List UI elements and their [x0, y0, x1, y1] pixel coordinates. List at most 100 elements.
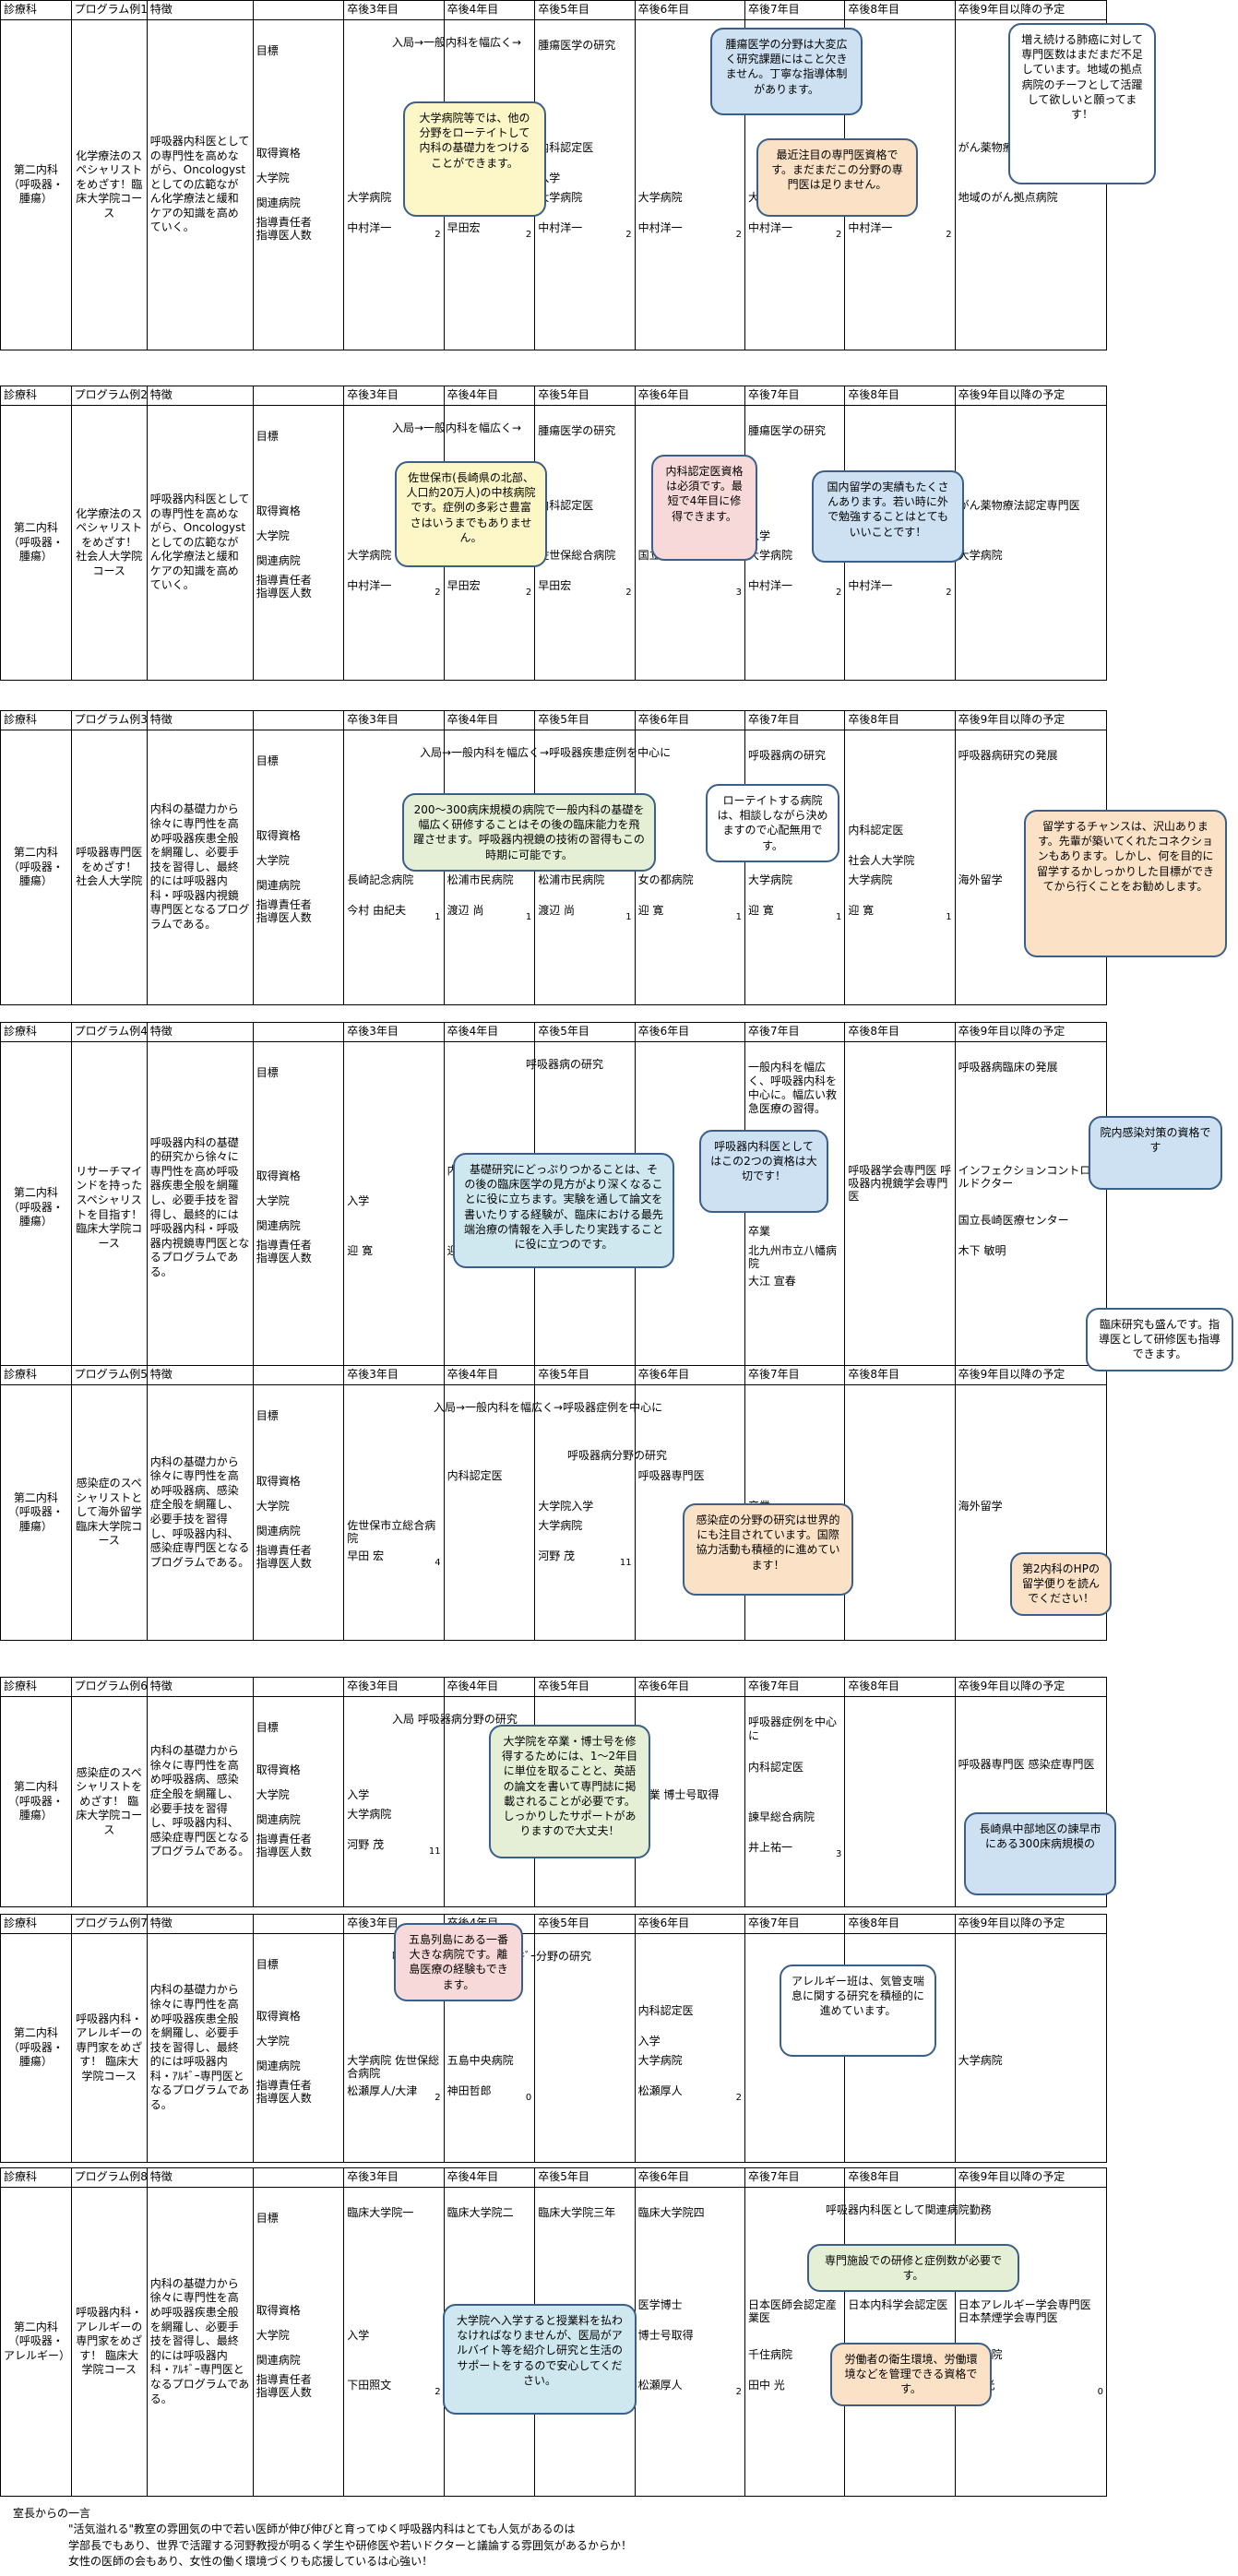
daigakuin-cell: 入学 [637, 2035, 661, 2048]
program-desc: 呼吸器内科・アレルギーの専門家をめざす！ 臨床大学院コース [70, 1933, 148, 2163]
instructor-count: 1 [946, 912, 952, 922]
label-leader: 指導責任者 [256, 574, 312, 587]
shikaku-cell [345, 2004, 443, 2029]
footer-line-1: "活気溢れる"教室の雰囲気の中で若い医師が伸び伸びと育ってゆく呼吸器内科はとても… [68, 2523, 576, 2536]
header-year-5: 卒後5年目 [534, 0, 636, 20]
goal-cell [636, 1061, 744, 1086]
year-col-4: 内科認定医 [443, 1384, 536, 1641]
shikaku-cell [345, 2298, 443, 2323]
instructor-count: 2 [434, 588, 441, 598]
shikaku-cell [536, 1469, 634, 1494]
daigakuin-cell: 社会人大学院 [848, 854, 915, 867]
header-year-7: 卒後7年目 [744, 710, 846, 730]
leader-cell [745, 2079, 843, 2105]
label-goal: 目標 [256, 1409, 279, 1422]
label-goal: 目標 [256, 1958, 279, 1971]
goal-cell [956, 1953, 1105, 1977]
hospital-cell: 大学病院 [347, 549, 392, 562]
header-blank [252, 1022, 345, 1042]
label-hospital: 関連病院 [256, 879, 301, 892]
hospital-cell: 千住病院 [747, 2347, 792, 2361]
daigakuin-cell [445, 2029, 534, 2054]
dept-cell: 第二内科（呼吸器・腫瘍） [0, 19, 72, 350]
hospital-cell: 松浦市民病院 [446, 873, 514, 886]
hospital-cell [745, 2054, 843, 2079]
leader-name: 井上祐一 [747, 1841, 792, 1854]
leader-name: 中村洋一 [637, 221, 683, 234]
label-leader: 指導責任者 [256, 1239, 312, 1252]
shikaku-cell: 内科認定医 [637, 2004, 694, 2017]
header-year-9: 卒後9年目以降の予定 [954, 2167, 1108, 2188]
leader-name: 松瀬厚人 [637, 2378, 683, 2392]
instructor-count: 2 [835, 230, 842, 240]
leader-name: 中村洋一 [848, 221, 893, 234]
program-feature: 内科の基礎力から徐々に専門性を高め呼吸器病、感染症全般を網羅し、必要手技を習得し… [146, 1384, 254, 1641]
label-goal: 目標 [256, 430, 279, 443]
row-labels: 目標取得資格大学院関連病院指導責任者指導医人数 [252, 1696, 345, 1907]
leader-name: 中村洋一 [747, 579, 792, 592]
hospital-cell: 北九州市立八幡病院 [747, 1244, 837, 1270]
callout-p3c: 留学するチャンスは、沢山あります。先輩が築いてくれたコネクションもあります。しか… [1024, 810, 1227, 957]
program-feature: 内科の基礎力から徐々に専門性を高め呼吸器疾患全般を網羅し、必要手技を習得し、最終… [146, 2187, 254, 2497]
header-blank [252, 1365, 345, 1385]
leader-cell [846, 1544, 954, 1570]
daigakuin-cell [956, 2029, 1105, 2054]
year-col-9: 呼吸器病臨床の発展インフェクションコントロールドクター国立長崎医療センター木下 … [954, 1041, 1108, 1374]
program-feature: 呼吸器内科医としての専門性を高めながら、Oncologystとしての広範なが ん… [146, 19, 254, 350]
goal-cell: 臨床大学院一 [347, 2206, 414, 2219]
hospital-cell: 大学病院 佐世保総合病院 [347, 2054, 440, 2080]
goal-cell [846, 1404, 954, 1429]
label-goal: 目標 [256, 1066, 279, 1079]
hospital-cell [345, 1214, 443, 1239]
daigakuin-cell [745, 1786, 843, 1810]
row-labels: 目標取得資格大学院関連病院指導責任者指導医人数 [252, 1041, 345, 1374]
program-label: プログラム例1 [70, 0, 148, 20]
goal-cell: 臨床大学院三年 [538, 2206, 616, 2219]
leader-name: 渡辺 尚 [446, 904, 484, 917]
instructor-count: 3 [835, 1849, 842, 1859]
label-daigakuin: 大学院 [256, 854, 290, 867]
callout-p2c: 国内留学の実績もたくさんあります。若い時に外で勉強することはとてもいいことです！ [812, 470, 964, 563]
shikaku-cell [956, 1469, 1105, 1494]
hospital-cell: 大学病院 [848, 873, 893, 886]
shikaku-cell: 日本内科学会認定医 [848, 2297, 948, 2311]
header-year-7: 卒後7年目 [744, 386, 846, 406]
callout-p1a: 大学病院等では、他の分野をローテイトして内科の基礎力をつけることができます。 [403, 101, 546, 217]
goal-band: 呼吸器病の研究 [526, 1058, 604, 1071]
goal-cell: 呼吸器病研究の発展 [958, 749, 1058, 762]
goal-cell [846, 1061, 954, 1086]
hospital-band: 呼吸器内科医として関連病院勤務 [826, 2203, 992, 2216]
instructor-count: 11 [619, 1557, 632, 1568]
goal-cell [745, 1404, 843, 1429]
header-year-5: 卒後5年目 [534, 710, 636, 730]
leader-cell: 木下 敏明 [956, 1239, 1105, 1264]
callout-p4a: 基礎研究にどっぷりつかることは、その後の臨床医学の見方がより深くなることに役に立… [453, 1153, 674, 1268]
label-goal: 目標 [256, 754, 279, 767]
header-dept: 診療科 [0, 1914, 72, 1934]
header-year-3: 卒後3年目 [343, 710, 445, 730]
goal-cell [956, 424, 1105, 449]
label-leader: 指導責任者 [256, 2079, 312, 2092]
hospital-cell: 大学病院 [958, 2054, 1003, 2067]
hospital-cell: 大学病院 [958, 549, 1003, 562]
leader-name: 大江 宣春 [747, 1275, 796, 1288]
label-goal: 目標 [256, 44, 279, 57]
daigakuin-cell: 大学院入学 [538, 1499, 594, 1513]
header-year-9: 卒後9年目以降の予定 [954, 386, 1108, 406]
label-goal: 目標 [256, 2212, 279, 2225]
header-year-4: 卒後4年目 [443, 710, 536, 730]
leader-name: 田中 光 [747, 2378, 785, 2392]
header-year-4: 卒後4年目 [443, 1365, 536, 1385]
header-year-9: 卒後9年目以降の予定 [954, 1022, 1108, 1042]
instructor-count: 1 [835, 912, 842, 922]
program-label: プログラム例4 [70, 1022, 148, 1042]
hospital-cell: 五島中央病院 [446, 2054, 514, 2067]
goal-cell: 呼吸器病の研究 [747, 749, 826, 762]
leader-cell [846, 1239, 954, 1264]
label-shikaku: 取得資格 [256, 1474, 301, 1488]
